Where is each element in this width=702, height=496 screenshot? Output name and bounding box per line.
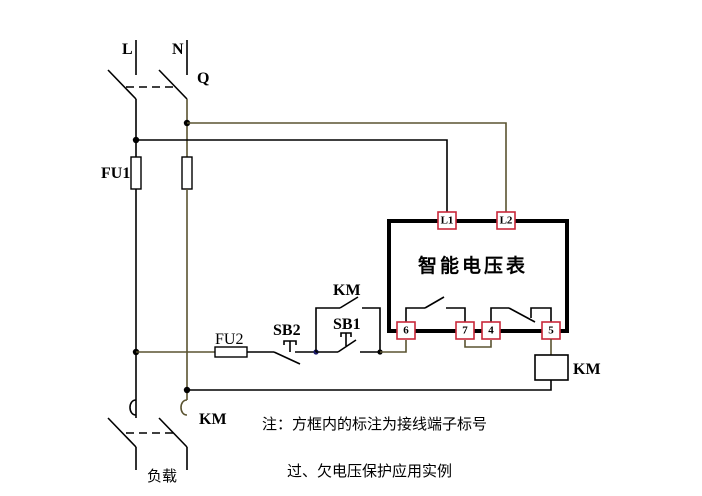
- label-SB2: SB2: [273, 322, 301, 339]
- km-main-arc-L: [129, 399, 137, 416]
- terminal-6: 6: [396, 321, 416, 340]
- note-text: 注：方框内的标注为接线端子标号: [262, 415, 487, 433]
- jumper-7-4: [464, 340, 492, 348]
- terminal-5: 5: [541, 321, 561, 340]
- label-N: N: [172, 41, 184, 58]
- km-aux-contact: [339, 296, 359, 309]
- label-KM-aux: KM: [333, 282, 361, 299]
- breaker-blade-L: [107, 69, 137, 100]
- km-main-blade-L: [107, 417, 137, 448]
- wire-to-L1: [136, 139, 448, 213]
- sb1-button-cap: [340, 332, 352, 337]
- svg-text:4: 4: [488, 325, 494, 337]
- label-L: L: [122, 41, 133, 58]
- sb2-contact: [273, 351, 301, 365]
- label-KM-main: KM: [199, 411, 227, 428]
- terminal-L2: L2: [496, 211, 516, 230]
- wire-to-terminal-6: [380, 340, 407, 353]
- label-FU2: FU2: [215, 331, 243, 348]
- diagram-title: 过、欠电压保护应用实例: [287, 462, 452, 480]
- sb1-contact: [337, 339, 357, 353]
- breaker-blade-N: [158, 69, 188, 100]
- label-load: 负载: [147, 467, 177, 485]
- meter-name: 智能电压表: [418, 254, 528, 277]
- terminal-L1: L1: [437, 211, 457, 230]
- svg-text:L2: L2: [500, 215, 513, 227]
- relay2-right: [530, 307, 552, 322]
- km-aux-right: [362, 307, 381, 352]
- relay1-right: [446, 307, 466, 322]
- relay2-contact: [508, 307, 536, 323]
- km-main-arc-N: [180, 399, 188, 416]
- svg-text:7: 7: [462, 325, 468, 337]
- fuse-FU1-L: [130, 156, 142, 190]
- fuse-FU1-N: [181, 156, 193, 190]
- label-SB1: SB1: [333, 316, 361, 333]
- km-coil: [534, 354, 569, 381]
- terminal-7: 7: [455, 321, 475, 340]
- fuse-FU2: [214, 346, 248, 358]
- wire-coil-to-N: [187, 380, 552, 391]
- svg-text:L1: L1: [441, 215, 454, 227]
- terminal-4: 4: [481, 321, 501, 340]
- sb2-button-cap: [283, 340, 297, 345]
- voltage-meter-box: [387, 219, 569, 333]
- relay2-left: [490, 307, 509, 322]
- label-FU1: FU1: [101, 165, 130, 182]
- relay1-contact: [424, 296, 445, 309]
- relay1-left: [405, 307, 425, 322]
- wire-to-L2: [187, 122, 507, 213]
- svg-text:5: 5: [548, 325, 554, 337]
- km-aux-left: [315, 307, 340, 352]
- label-KM-coil: KM: [573, 361, 601, 378]
- junction-N-coil: [183, 386, 191, 394]
- svg-text:6: 6: [403, 325, 409, 337]
- label-Q: Q: [197, 70, 209, 87]
